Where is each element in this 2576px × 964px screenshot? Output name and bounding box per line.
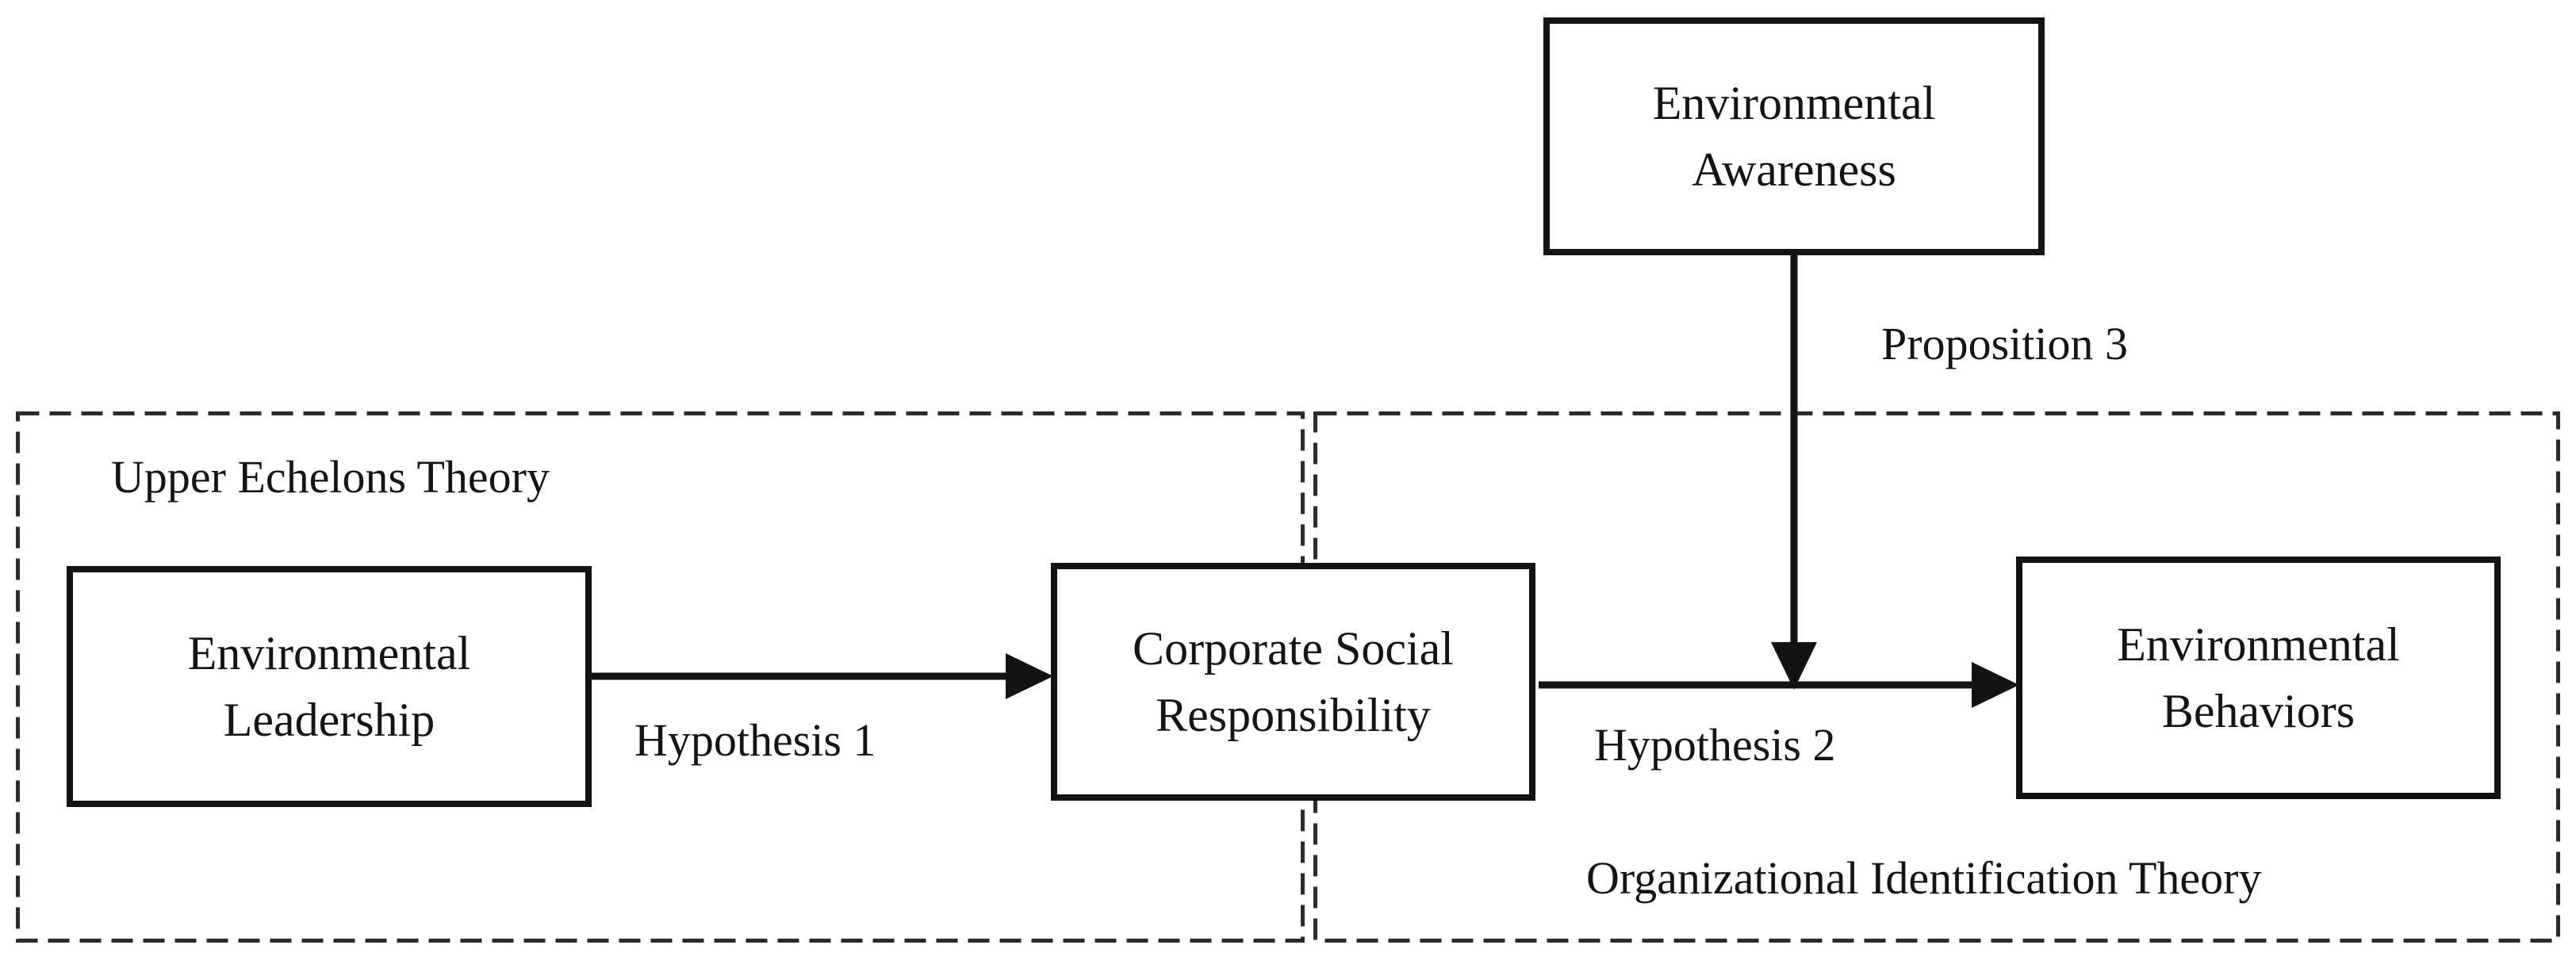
node-label-line: Awareness [1692,143,1896,196]
node-environmental-behaviors: Environmental Behaviors [2016,557,2501,799]
node-environmental-awareness: Environmental Awareness [1543,17,2045,255]
node-label-line: Corporate Social [1133,622,1454,675]
node-corporate-social-responsibility: Corporate Social Responsibility [1051,563,1535,801]
hypothesis-2-arrowhead-icon [1972,662,2019,708]
hypothesis-1-label: Hypothesis 1 [634,714,876,766]
node-label-line: Behaviors [2161,685,2356,737]
node-label-line: Environmental [187,627,471,679]
hypothesis-2-label: Hypothesis 2 [1594,719,1836,771]
proposition-3-arrow [1771,251,1817,690]
node-label-line: Leadership [223,694,435,746]
node-label-line: Environmental [2117,618,2400,671]
upper-echelons-region-title: Upper Echelons Theory [111,451,550,503]
hypothesis-1-arrow [590,653,1053,699]
node-label-line: Responsibility [1156,689,1431,741]
node-environmental-leadership: Environmental Leadership [67,566,592,807]
proposition-3-label: Proposition 3 [1881,318,2128,369]
proposition-3-arrowhead-icon [1771,642,1817,690]
node-label-line: Environmental [1652,77,1936,129]
organizational-identification-region-title: Organizational Identification Theory [1586,852,2262,904]
upper-echelons-region-border [16,411,1305,943]
hypothesis-2-arrow [1539,662,2019,708]
hypothesis-1-arrowhead-icon [1006,653,1053,699]
